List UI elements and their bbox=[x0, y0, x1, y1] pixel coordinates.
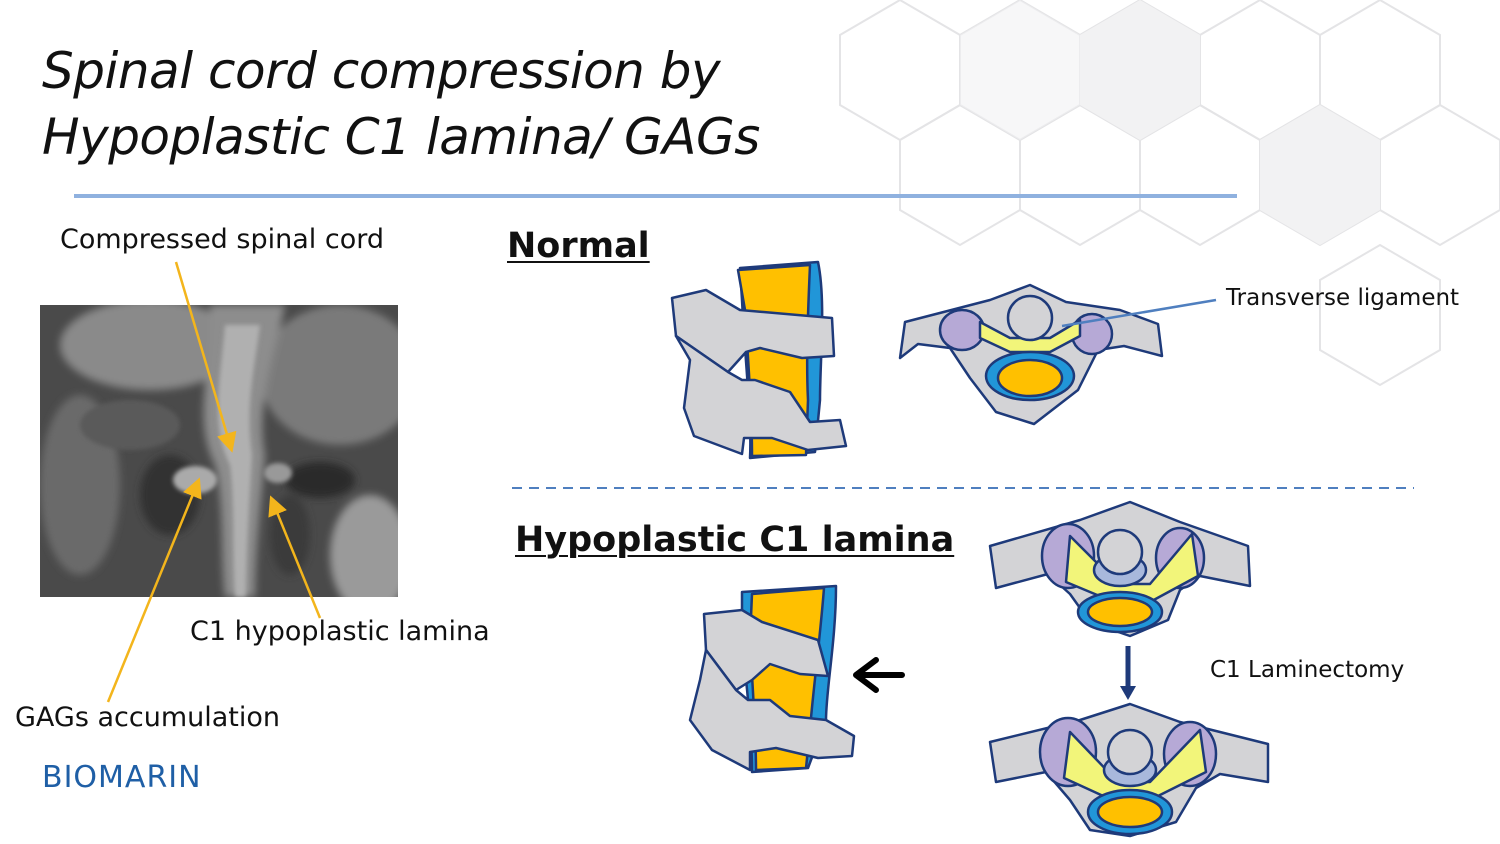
slide-title: Spinal cord compression by Hypoplastic C… bbox=[42, 38, 760, 170]
laminectomy-arrow bbox=[1120, 646, 1136, 700]
transverse-ligament-pointer bbox=[1061, 298, 1217, 328]
hypoplastic-heading: Hypoplastic C1 lamina bbox=[515, 520, 955, 560]
title-line-1: Spinal cord compression by bbox=[42, 42, 721, 100]
title-divider bbox=[74, 194, 1237, 198]
hypoplastic-axial-diagram bbox=[988, 500, 1252, 638]
biomarin-logo: BIOMARIN bbox=[42, 760, 202, 795]
c1-lamina-label: C1 hypoplastic lamina bbox=[190, 616, 490, 647]
compressed-cord-label: Compressed spinal cord bbox=[60, 224, 384, 255]
gags-label: GAGs accumulation bbox=[15, 702, 281, 733]
title-line-2: Hypoplastic C1 lamina/ GAGs bbox=[42, 108, 760, 166]
laminectomy-label: C1 Laminectomy bbox=[1210, 657, 1405, 683]
normal-heading: Normal bbox=[507, 226, 650, 266]
normal-axial-diagram bbox=[898, 283, 1164, 426]
compressed-cord-arrow bbox=[174, 261, 237, 453]
compression-arrow bbox=[853, 657, 905, 693]
hypoplastic-sagittal-diagram bbox=[688, 584, 856, 774]
normal-sagittal-diagram bbox=[670, 260, 848, 460]
post-laminectomy-axial-diagram bbox=[988, 702, 1270, 838]
gags-arrow bbox=[106, 477, 202, 703]
mri-image bbox=[40, 305, 398, 597]
c1-lamina-arrow bbox=[268, 495, 322, 619]
transverse-ligament-label: Transverse ligament bbox=[1226, 285, 1460, 311]
